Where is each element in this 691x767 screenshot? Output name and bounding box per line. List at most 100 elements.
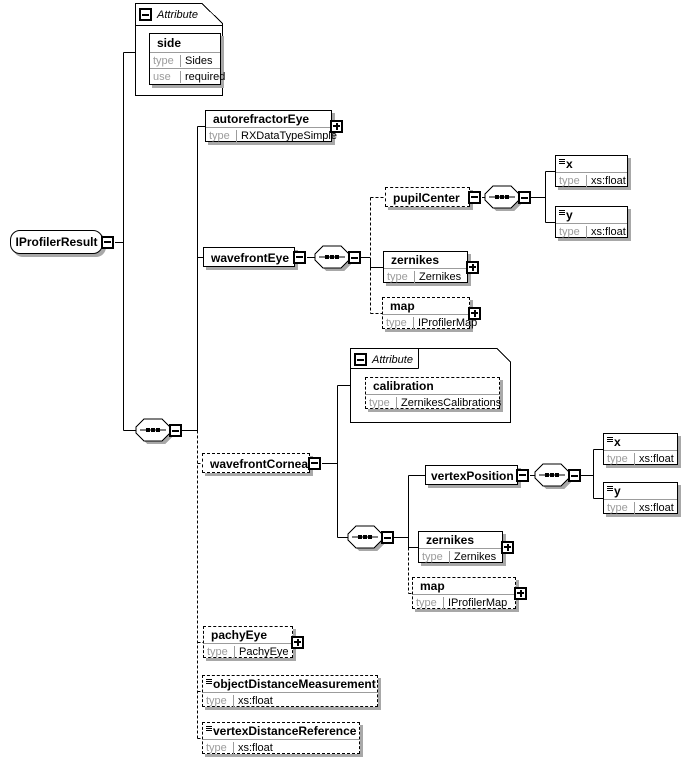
collapse-button[interactable] [139, 8, 152, 21]
type-value: ZernikesCalibrations [396, 396, 501, 409]
element-pachyEye[interactable]: pachyEye type PachyEye [203, 626, 304, 658]
attribute-caption: Attribute [372, 354, 413, 366]
type-label: type [607, 452, 628, 465]
collapse-button[interactable] [468, 190, 481, 204]
type-value: xs:float [634, 452, 674, 465]
element-name: zernikes [391, 253, 440, 267]
type-label: type [607, 501, 628, 514]
annotation-icon [559, 159, 565, 160]
type-value: IProfilerMap [413, 316, 477, 329]
element-vertexPosition[interactable]: vertexPosition [425, 465, 529, 485]
type-label: type [206, 741, 227, 754]
expand-button[interactable] [514, 586, 527, 600]
dashed-connectors [197, 197, 412, 739]
element-name: wavefrontEye [211, 251, 290, 265]
collapse-button[interactable] [169, 424, 182, 437]
element-objectDistanceMeasurement[interactable]: objectDistanceMeasurement type xs:float [202, 675, 378, 707]
element-name: IProfilerResult [15, 235, 98, 249]
element-vertexDistanceReference[interactable]: vertexDistanceReference type xs:float [202, 722, 360, 754]
collapse-button[interactable] [354, 353, 367, 366]
collapse-button[interactable] [308, 456, 321, 470]
element-name: zernikes [426, 533, 475, 547]
element-wavefrontEye[interactable]: wavefrontEye [203, 247, 306, 267]
attribute-name: calibration [373, 379, 434, 393]
sequence-icon[interactable] [135, 418, 173, 444]
type-label: type [387, 270, 408, 283]
element-y[interactable]: y type xs:float [603, 482, 678, 514]
collapse-button[interactable] [101, 235, 114, 249]
collapse-button[interactable] [518, 191, 531, 204]
type-value: xs:float [586, 225, 626, 238]
element-map[interactable]: map type IProfilerMap [382, 297, 481, 329]
element-name: objectDistanceMeasurement [213, 677, 376, 691]
element-name: map [420, 579, 445, 593]
attribute-name: side [157, 36, 182, 50]
solid-connectors [115, 52, 603, 548]
element-x[interactable]: x type xs:float [555, 155, 628, 187]
sequence-icon[interactable] [347, 525, 385, 551]
type-value: Zernikes [449, 550, 496, 563]
element-pupilCenter[interactable]: pupilCenter [385, 187, 481, 207]
type-label: type [209, 129, 230, 142]
element-name: vertexDistanceReference [213, 724, 357, 738]
element-zernikes[interactable]: zernikes type Zernikes [383, 251, 479, 283]
sequence-icon[interactable] [534, 463, 572, 489]
element-IProfilerResult[interactable]: IProfilerResult [10, 230, 114, 254]
collapse-button[interactable] [293, 250, 306, 264]
element-y[interactable]: y type xs:float [555, 206, 628, 238]
use-label: use [153, 70, 171, 83]
type-value: xs:float [586, 174, 626, 187]
type-label: type [369, 396, 390, 409]
annotation-icon [206, 726, 212, 727]
type-value: xs:float [233, 694, 273, 707]
type-label: type [386, 316, 407, 329]
type-value: RXDataTypeSimple [236, 129, 337, 142]
type-label: type [416, 596, 437, 609]
type-label: type [153, 54, 174, 67]
element-name: y [614, 484, 621, 498]
expand-button[interactable] [466, 260, 479, 274]
type-value: Zernikes [414, 270, 461, 283]
sequence-icon[interactable] [314, 245, 352, 271]
collapse-button[interactable] [348, 251, 361, 264]
expand-button[interactable] [468, 306, 481, 320]
type-label: type [422, 550, 443, 563]
expand-button[interactable] [291, 635, 304, 649]
type-label: type [559, 174, 580, 187]
collapse-button[interactable] [516, 468, 529, 482]
type-value: PachyEye [234, 645, 289, 658]
element-name: x [566, 157, 573, 171]
collapse-button[interactable] [381, 531, 394, 544]
attribute-side[interactable]: side type Sides use required [149, 33, 225, 85]
annotation-icon [206, 679, 212, 680]
type-value: xs:float [233, 741, 273, 754]
sequence-icon[interactable] [484, 185, 522, 211]
collapse-button[interactable] [568, 469, 581, 482]
type-label: type [206, 694, 227, 707]
expand-button[interactable] [330, 119, 343, 133]
type-label: type [207, 645, 228, 658]
use-value: required [180, 70, 225, 83]
expand-button[interactable] [501, 540, 514, 554]
element-wavefrontCornea[interactable]: wavefrontCornea [202, 453, 321, 473]
attribute-caption: Attribute [157, 9, 198, 21]
element-map[interactable]: map type IProfilerMap [412, 577, 527, 609]
element-name: pachyEye [211, 628, 268, 642]
element-name: pupilCenter [393, 191, 460, 205]
type-value: xs:float [634, 501, 674, 514]
element-name: x [614, 435, 621, 449]
element-zernikes[interactable]: zernikes type Zernikes [418, 531, 514, 563]
type-value: Sides [180, 54, 213, 67]
attribute-calibration[interactable]: calibration type ZernikesCalibrations [365, 377, 501, 409]
element-name: wavefrontCornea [210, 457, 309, 471]
annotation-icon [607, 437, 613, 438]
type-label: type [559, 225, 580, 238]
element-x[interactable]: x type xs:float [603, 433, 678, 465]
type-value: IProfilerMap [443, 596, 507, 609]
element-name: y [566, 208, 573, 222]
element-name: map [390, 299, 415, 313]
annotation-icon [559, 210, 565, 211]
